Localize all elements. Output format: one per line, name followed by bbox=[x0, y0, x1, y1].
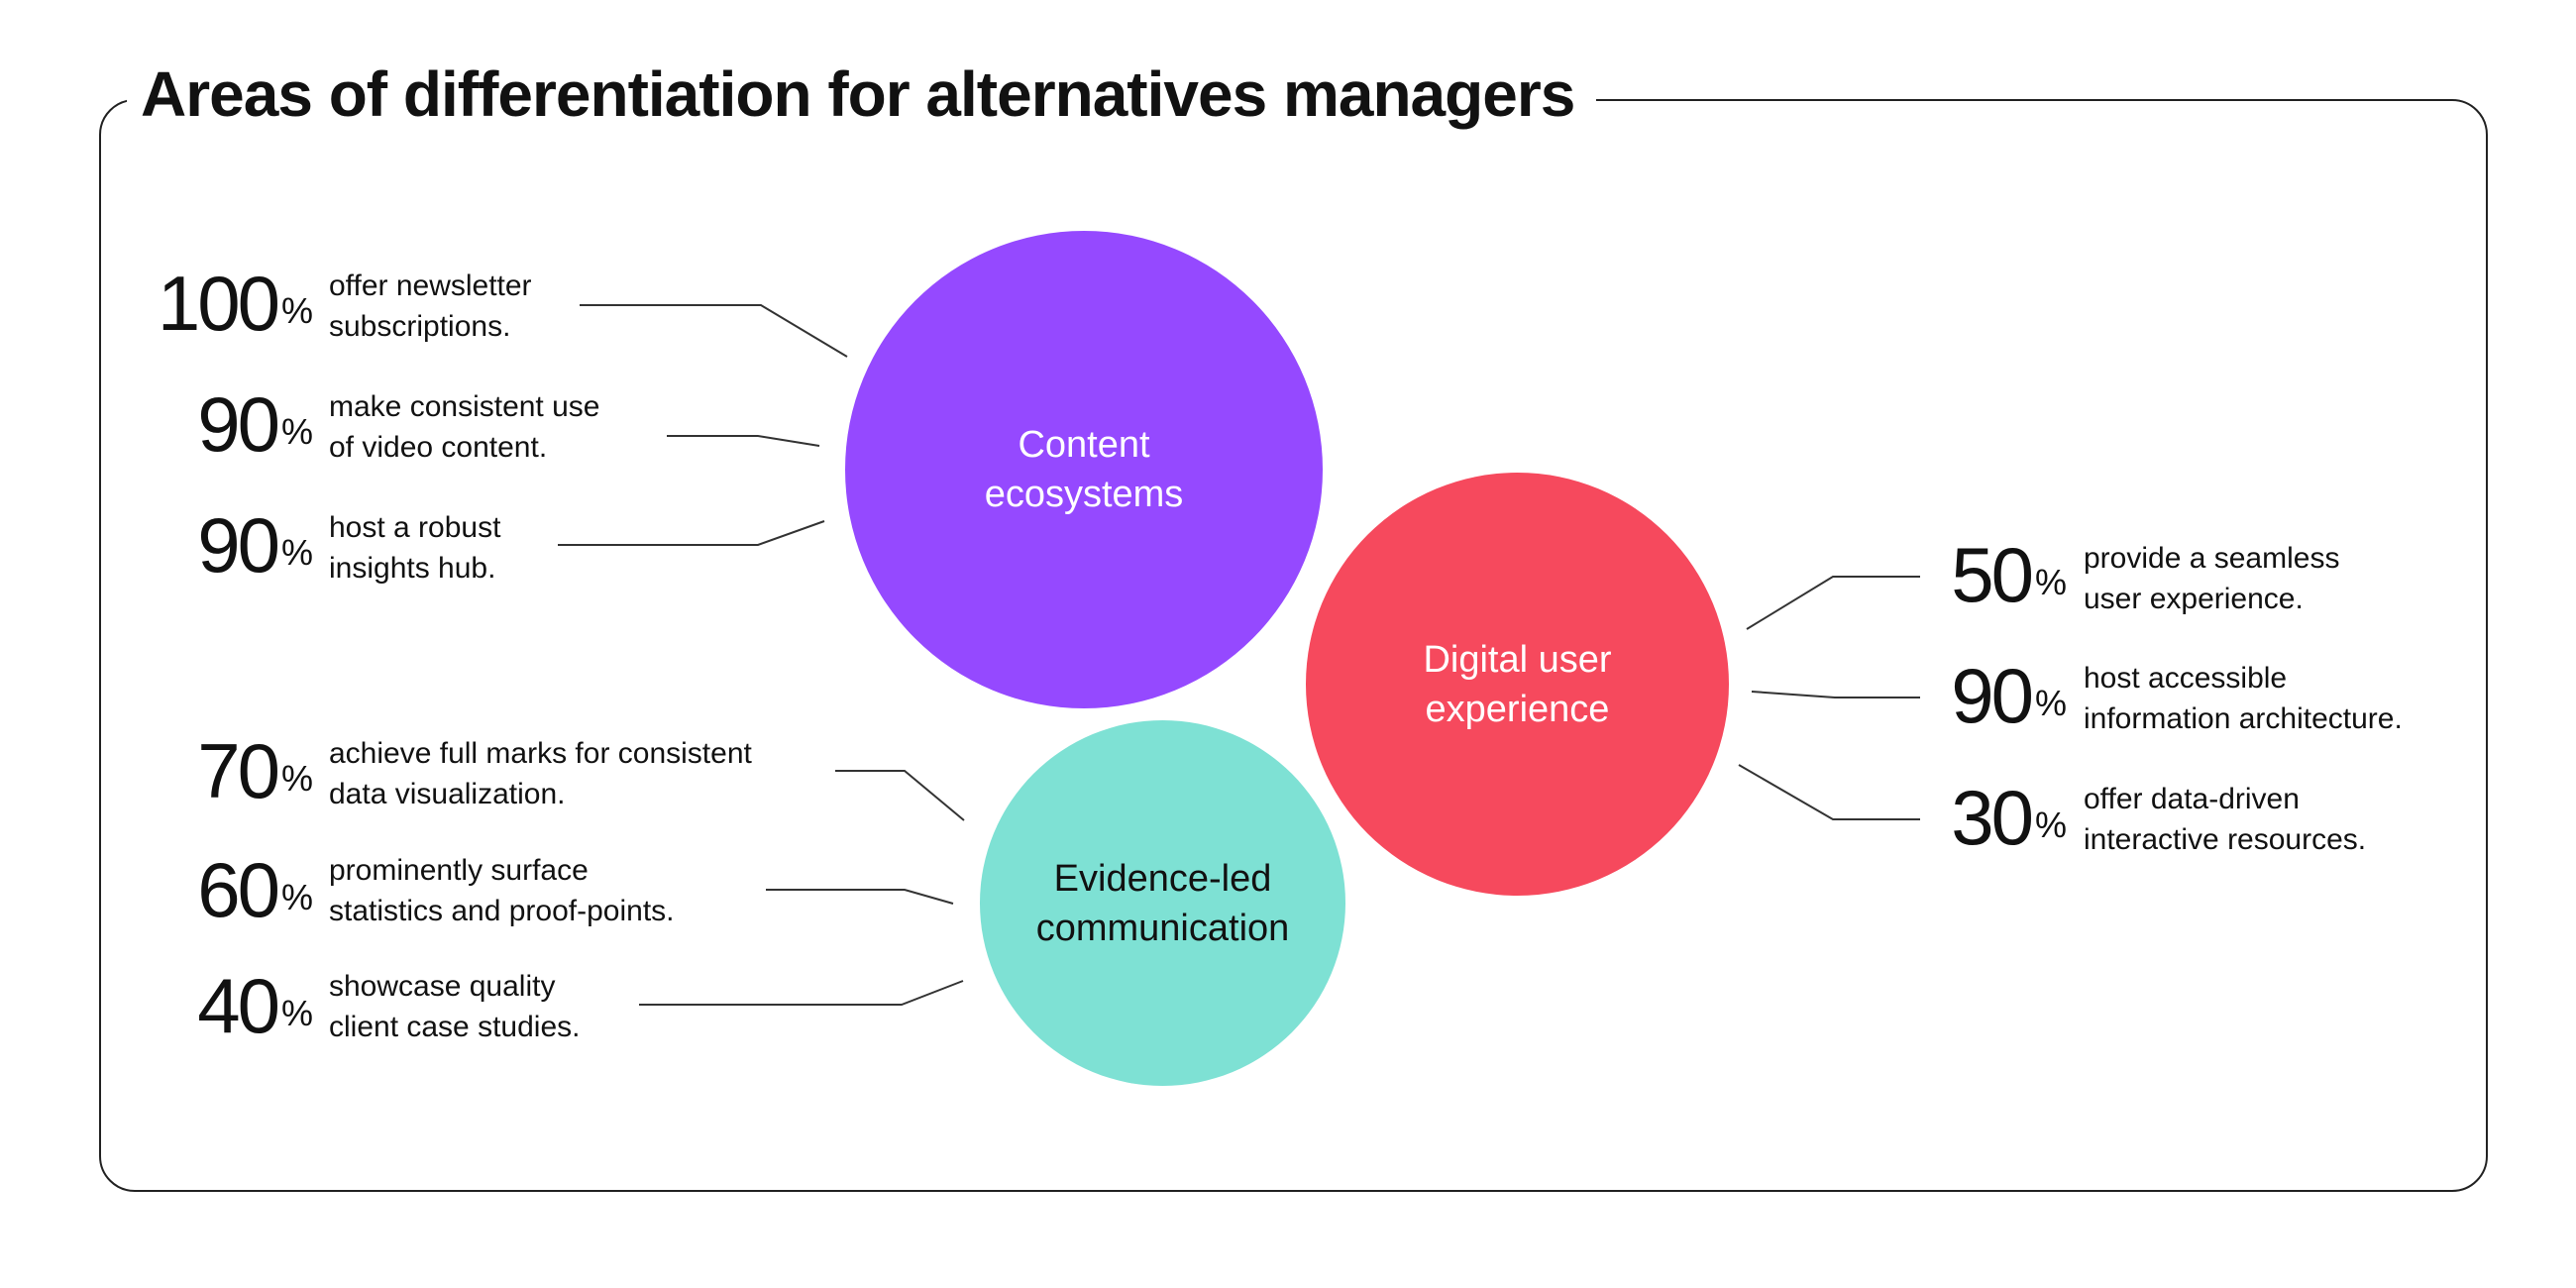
stat-digital-1: 50% bbox=[1892, 535, 2067, 614]
stat-percent: % bbox=[2034, 683, 2067, 723]
stat-number: 90 bbox=[197, 501, 280, 589]
stat-number: 30 bbox=[1951, 774, 2034, 861]
stat-digital-3: 30% bbox=[1892, 778, 2067, 857]
stat-digital-2: 90% bbox=[1892, 656, 2067, 735]
stat-percent: % bbox=[280, 993, 313, 1033]
stat-text-evidence-3: showcase quality client case studies. bbox=[329, 970, 581, 1043]
stat-evidence-3: 40% bbox=[147, 966, 313, 1045]
stat-text-digital-3: offer data-driven interactive resources. bbox=[2084, 783, 2367, 856]
stat-number: 90 bbox=[1951, 652, 2034, 739]
stat-percent: % bbox=[280, 532, 313, 573]
stat-number: 100 bbox=[157, 260, 280, 347]
stat-number: 60 bbox=[197, 846, 280, 933]
stat-number: 50 bbox=[1951, 531, 2034, 618]
stat-text-content-2: make consistent use of video content. bbox=[329, 390, 600, 464]
stat-content-2: 90% bbox=[147, 384, 313, 464]
stat-text-content-3: host a robust insights hub. bbox=[329, 511, 501, 585]
stat-content-3: 90% bbox=[147, 505, 313, 585]
stat-number: 70 bbox=[197, 727, 280, 814]
circle-content-ecosystems: Content ecosystems bbox=[845, 231, 1323, 708]
stat-content-1: 100% bbox=[147, 264, 313, 343]
title-container: Areas of differentiation for alternative… bbox=[127, 55, 1597, 133]
stat-number: 90 bbox=[197, 380, 280, 468]
stat-percent: % bbox=[2034, 805, 2067, 845]
stat-percent: % bbox=[280, 758, 313, 799]
stat-text-content-1: offer newsletter subscriptions. bbox=[329, 269, 532, 343]
stat-evidence-2: 60% bbox=[147, 850, 313, 929]
stat-percent: % bbox=[280, 411, 313, 452]
stat-text-evidence-2: prominently surface statistics and proof… bbox=[329, 854, 675, 927]
stat-text-evidence-1: achieve full marks for consistent data v… bbox=[329, 737, 752, 810]
stat-text-digital-2: host accessible information architecture… bbox=[2084, 662, 2403, 735]
stat-number: 40 bbox=[197, 962, 280, 1049]
circle-label-digital: Digital user experience bbox=[1423, 638, 1612, 730]
stat-percent: % bbox=[280, 877, 313, 917]
circle-digital-user-experience: Digital user experience bbox=[1306, 473, 1729, 896]
circle-label-content: Content ecosystems bbox=[984, 424, 1184, 515]
stat-evidence-1: 70% bbox=[147, 731, 313, 810]
stat-text-digital-1: provide a seamless user experience. bbox=[2084, 542, 2340, 615]
stat-percent: % bbox=[280, 290, 313, 331]
stat-percent: % bbox=[2034, 562, 2067, 602]
circle-label-evidence: Evidence-led communication bbox=[1035, 857, 1290, 949]
diagram-title: Areas of differentiation for alternative… bbox=[141, 58, 1575, 130]
circle-evidence-led-communication: Evidence-led communication bbox=[980, 720, 1345, 1086]
